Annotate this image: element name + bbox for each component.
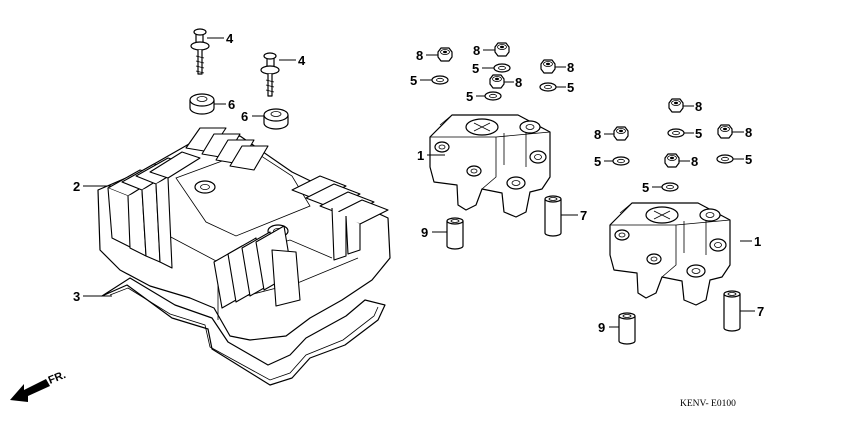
callout-nut-b1: 8: [695, 99, 702, 114]
washer-a2: [493, 63, 511, 73]
washer-b3: [716, 154, 734, 164]
cylinder-head-cover: [97, 127, 391, 341]
nut-b4: [664, 153, 680, 168]
front-direction-arrow-icon: FR.: [10, 369, 68, 402]
washer-b2: [612, 156, 630, 166]
leader-lines: [83, 37, 755, 328]
washer-a3: [539, 82, 557, 92]
callout-collar-b: 9: [598, 320, 605, 335]
cylinder-head-cover-gasket: [101, 277, 386, 386]
callout-washer-a4: 5: [466, 89, 473, 104]
rocker-arm-holder-a: [429, 114, 551, 218]
washer-b1: [667, 128, 685, 138]
callout-washer-a3: 5: [567, 80, 574, 95]
callout-washer-b1: 5: [695, 126, 702, 141]
callout-holder-a: 1: [417, 148, 424, 163]
bolt-b: [260, 52, 280, 97]
callout-nut-a4: 8: [515, 75, 522, 90]
grommet-a: [189, 93, 215, 115]
nut-b1: [668, 98, 684, 113]
collar-a: [446, 217, 464, 250]
callout-nut-a1: 8: [416, 48, 423, 63]
dowel-pin-a: [544, 195, 562, 237]
callout-nut-b2: 8: [594, 127, 601, 142]
callout-gasket: 3: [73, 289, 80, 304]
callout-washer-b3: 5: [745, 152, 752, 167]
callout-cover: 2: [73, 179, 80, 194]
callout-washer-b4: 5: [642, 180, 649, 195]
nut-b3: [717, 124, 733, 139]
callout-pin-a: 7: [580, 208, 587, 223]
dowel-pin-b: [723, 290, 741, 332]
callout-grommet-a: 6: [228, 97, 235, 112]
grommet-b: [263, 108, 289, 130]
diagram-code: KENV- E0100: [680, 399, 736, 409]
nut-a4: [489, 74, 505, 89]
front-direction-label: FR.: [47, 369, 68, 387]
callout-holder-b: 1: [754, 234, 761, 249]
nut-a3: [540, 59, 556, 74]
collar-b: [618, 312, 636, 345]
callout-bolt-b: 4: [298, 53, 306, 68]
callout-nut-a3: 8: [567, 60, 574, 75]
callout-pin-b: 7: [757, 304, 764, 319]
callout-nut-a2: 8: [473, 43, 480, 58]
washer-a4: [484, 91, 502, 101]
nut-a1: [437, 47, 453, 62]
callout-bolt-a: 4: [226, 31, 234, 46]
callout-washer-a2: 5: [472, 61, 479, 76]
callout-washer-b2: 5: [594, 154, 601, 169]
washer-a1: [431, 75, 449, 85]
callout-collar-a: 9: [421, 225, 428, 240]
callout-nut-b3: 8: [745, 125, 752, 140]
bolt-a: [190, 28, 210, 75]
nut-b2: [613, 126, 629, 141]
rocker-arm-holder-b: [609, 202, 731, 306]
washer-b4: [661, 182, 679, 192]
nut-a2: [494, 42, 510, 57]
callout-grommet-b: 6: [241, 109, 248, 124]
callout-nut-b4: 8: [691, 154, 698, 169]
callout-washer-a1: 5: [410, 73, 417, 88]
